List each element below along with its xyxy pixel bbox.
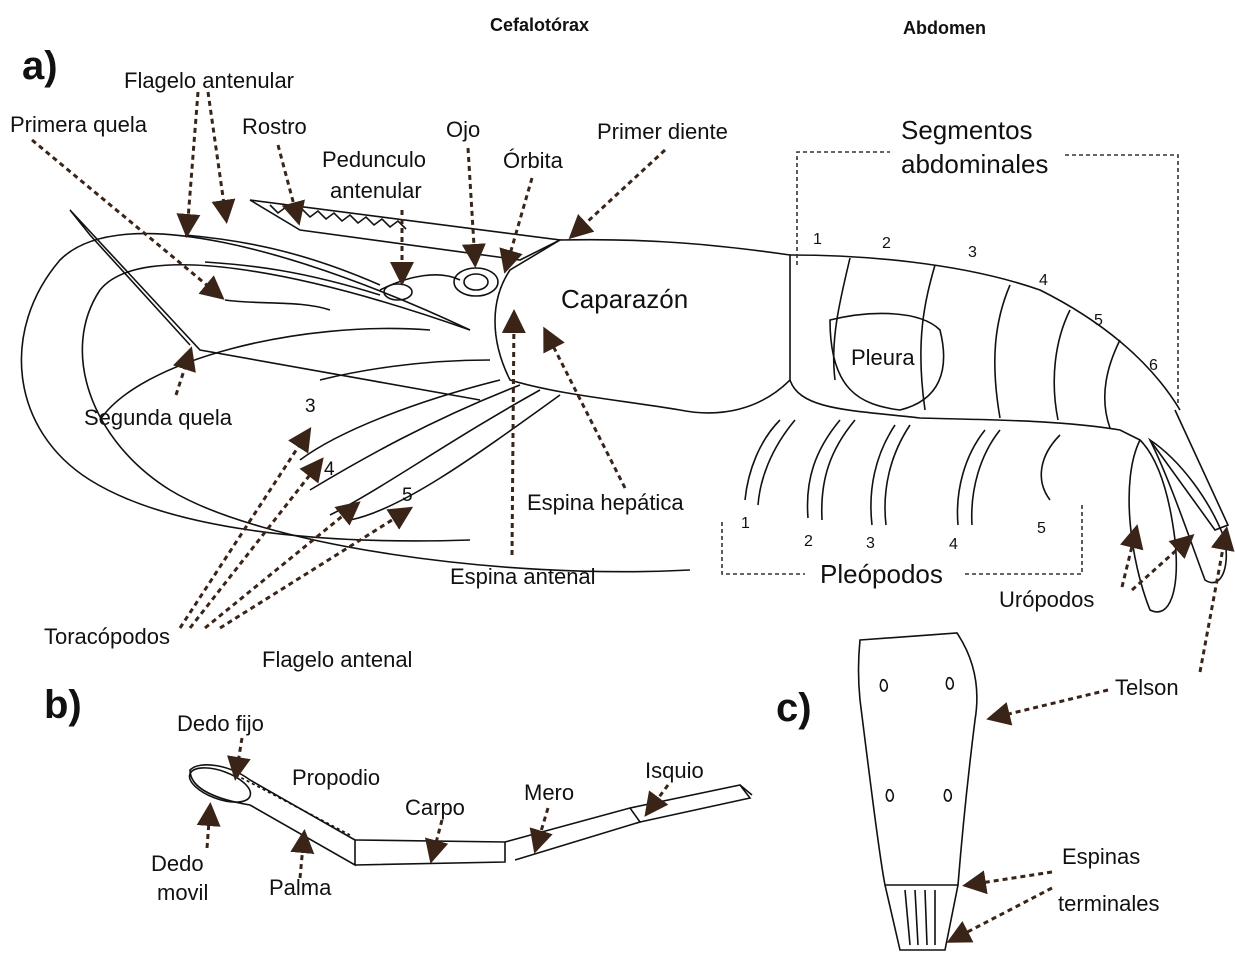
label-pedunculo-2: antenular xyxy=(330,180,422,202)
pleopod-number: 1 xyxy=(741,516,750,532)
label-mero: Mero xyxy=(524,782,574,804)
pleopod-number: 2 xyxy=(804,534,813,550)
carapace-outline xyxy=(495,240,790,413)
eye xyxy=(454,268,498,296)
abdomen-ventral xyxy=(790,380,1140,440)
label-caparazon: Caparazón xyxy=(561,286,688,312)
first-chela xyxy=(70,210,480,400)
label-ojo: Ojo xyxy=(446,119,480,141)
label-primer-diente: Primer diente xyxy=(597,121,728,143)
thoracopod-number: 3 xyxy=(305,397,316,416)
panel-b-label: b) xyxy=(44,685,82,725)
label-dedo-movil-1: Dedo xyxy=(151,853,204,875)
cefalotorax-header: Cefalotórax xyxy=(490,16,589,34)
label-telson: Telson xyxy=(1115,677,1179,699)
panel-a-label: a) xyxy=(22,46,58,86)
label-flagelo-antenular: Flagelo antenular xyxy=(124,70,294,92)
label-espina-antenal: Espina antenal xyxy=(450,566,596,588)
telson-detail xyxy=(859,633,977,950)
thoracopod-number: 4 xyxy=(324,460,335,479)
label-espinas-2: terminales xyxy=(1058,893,1159,915)
label-palma: Palma xyxy=(269,877,331,899)
label-dedo-movil-2: movil xyxy=(157,882,208,904)
panel-c-label: c) xyxy=(776,688,812,728)
segment-number: 2 xyxy=(882,236,891,252)
segment-number: 3 xyxy=(968,245,977,261)
label-pleopodos: Pleópodos xyxy=(820,561,943,587)
thoracopod xyxy=(300,380,500,460)
label-pleura: Pleura xyxy=(851,347,915,369)
label-propodio: Propodio xyxy=(292,767,380,789)
label-flagelo-antenal: Flagelo antenal xyxy=(262,649,412,671)
label-pedunculo-1: Pedunculo xyxy=(322,149,426,171)
label-orbita: Órbita xyxy=(503,150,563,172)
thoracopod-number: 5 xyxy=(402,486,413,505)
abdomen-header: Abdomen xyxy=(903,19,986,37)
label-toracopodos: Toracópodos xyxy=(44,626,170,648)
label-uropodos: Urópodos xyxy=(999,589,1094,611)
label-isquio: Isquio xyxy=(645,760,704,782)
pleopod-number: 3 xyxy=(866,536,875,552)
pleopod xyxy=(745,420,795,505)
label-primera-quela: Primera quela xyxy=(10,114,147,136)
segment-number: 6 xyxy=(1149,358,1158,374)
pleopod-number: 4 xyxy=(949,537,958,553)
segment-number: 1 xyxy=(813,232,822,248)
label-espinas-1: Espinas xyxy=(1062,846,1140,868)
label-arrows xyxy=(32,92,1226,940)
label-rostro: Rostro xyxy=(242,116,307,138)
label-espina-hepatica: Espina hepática xyxy=(527,492,684,514)
label-segmentos-2: abdominales xyxy=(901,151,1048,177)
label-carpo: Carpo xyxy=(405,797,465,819)
segment-number: 5 xyxy=(1094,313,1103,329)
label-segmentos-1: Segmentos xyxy=(901,117,1033,143)
segment-number: 4 xyxy=(1039,273,1048,289)
telson xyxy=(1150,410,1228,530)
label-segunda-quela: Segunda quela xyxy=(84,407,232,429)
pleopod-number: 5 xyxy=(1037,521,1046,537)
label-dedo-fijo: Dedo fijo xyxy=(177,713,264,735)
